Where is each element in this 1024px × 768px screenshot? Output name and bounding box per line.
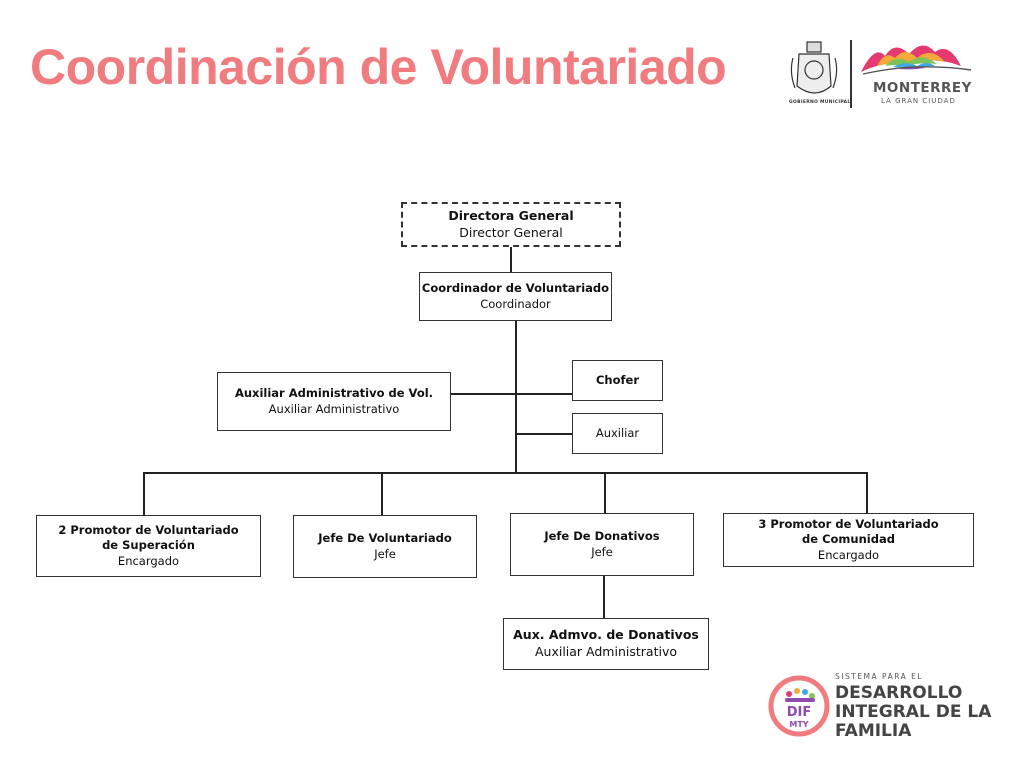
dif-logo: DIF MTY SISTEMA PARA EL DESARROLLO INTEG… <box>765 668 991 741</box>
node-title: Coordinador de Voluntariado <box>421 280 610 295</box>
node-title: 3 Promotor de Voluntariado <box>758 516 939 531</box>
node-title-2: de Comunidad <box>802 532 895 547</box>
municipal-logos: GOBIERNO MUNICIPAL MONTERREY LA GRAN CIU… <box>785 36 985 112</box>
node-title: Chofer <box>595 372 639 387</box>
node-jefe-voluntariado: Jefe De Voluntariado Jefe <box>293 515 477 578</box>
dif-badge-subtext: MTY <box>789 720 808 729</box>
gobierno-label: GOBIERNO MUNICIPAL <box>789 100 851 105</box>
node-role: Auxiliar <box>595 425 640 440</box>
node-auxiliar: Auxiliar <box>572 413 663 454</box>
dif-line-2: INTEGRAL DE LA <box>835 702 992 722</box>
node-promotor-comunidad: 3 Promotor de Voluntariado de Comunidad … <box>723 513 974 567</box>
node-role: Auxiliar Administrativo <box>534 644 677 659</box>
page-title: Coordinación de Voluntariado <box>30 39 727 95</box>
node-coordinador-voluntariado: Coordinador de Voluntariado Coordinador <box>419 272 612 321</box>
node-title: 2 Promotor de Voluntariado <box>58 522 239 537</box>
node-auxiliar-administrativo-vol: Auxiliar Administrativo de Vol. Auxiliar… <box>217 372 451 431</box>
node-role: Director General <box>459 224 563 240</box>
node-title: Jefe De Voluntariado <box>318 530 452 545</box>
node-role: Auxiliar Administrativo <box>268 401 400 416</box>
connector-line <box>603 574 605 620</box>
connector-line <box>516 433 573 435</box>
monterrey-mountain-icon <box>861 45 972 75</box>
connector-line <box>143 472 145 516</box>
dif-badge-icon: DIF MTY <box>768 675 830 737</box>
node-title: Aux. Admvo. de Donativos <box>513 627 699 643</box>
node-title: Auxiliar Administrativo de Vol. <box>234 385 434 400</box>
node-jefe-donativos: Jefe De Donativos Jefe <box>510 513 694 576</box>
dif-line-1: DESARROLLO <box>835 683 963 703</box>
monterrey-tagline: LA GRAN CIUDAD <box>881 97 956 105</box>
municipal-seal-icon <box>790 40 972 108</box>
connector-line <box>381 472 383 516</box>
node-role: Encargado <box>117 553 180 568</box>
connector-line <box>604 472 606 514</box>
monterrey-wordmark: MONTERREY <box>873 80 972 96</box>
node-role: Jefe <box>591 544 613 559</box>
node-role: Coordinador <box>480 296 551 311</box>
connector-line <box>866 472 868 514</box>
connector-line <box>515 320 517 474</box>
node-role: Jefe <box>374 546 396 561</box>
node-role: Encargado <box>817 547 880 562</box>
dif-tagline: SISTEMA PARA EL <box>835 672 924 681</box>
node-chofer: Chofer <box>572 360 663 401</box>
node-title-2: de Superación <box>102 538 195 553</box>
dif-line-3: FAMILIA <box>835 721 912 741</box>
node-directora-general: Directora General Director General <box>401 202 621 247</box>
connector-line <box>450 393 573 395</box>
node-aux-admvo-donativos: Aux. Admvo. de Donativos Auxiliar Admini… <box>503 618 709 670</box>
connector-line <box>510 246 512 273</box>
dif-badge-text: DIF <box>787 705 812 720</box>
connector-line <box>143 472 868 474</box>
node-title: Jefe De Donativos <box>544 528 660 543</box>
node-title: Directora General <box>448 207 574 223</box>
node-promotor-superacion: 2 Promotor de Voluntariado de Superación… <box>36 515 261 577</box>
